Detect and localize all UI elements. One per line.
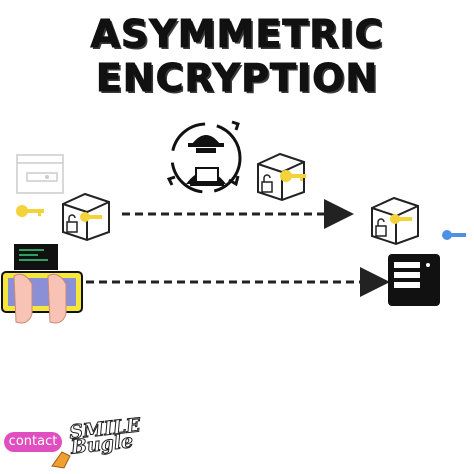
- contact-button[interactable]: contact: [4, 432, 62, 452]
- pointer-hand-icon: [51, 451, 71, 469]
- laptop-icon: [14, 244, 58, 270]
- brand-line-2: Bugle: [69, 430, 135, 459]
- key-icon: [280, 170, 306, 182]
- brand-logo: SMILE Bugle: [68, 414, 143, 459]
- browser-window-icon: [16, 154, 64, 194]
- title-line-2: ENCRYPTION: [95, 56, 379, 101]
- title-line-1: ASYMMETRIC: [90, 12, 384, 57]
- server-icon: [388, 254, 440, 306]
- key-icon: [16, 205, 44, 217]
- key-icon: [442, 230, 466, 240]
- hacker-icon: [166, 120, 242, 194]
- key-icon: [390, 214, 412, 224]
- typing-hands-icon: [1, 271, 83, 324]
- key-icon: [80, 212, 102, 222]
